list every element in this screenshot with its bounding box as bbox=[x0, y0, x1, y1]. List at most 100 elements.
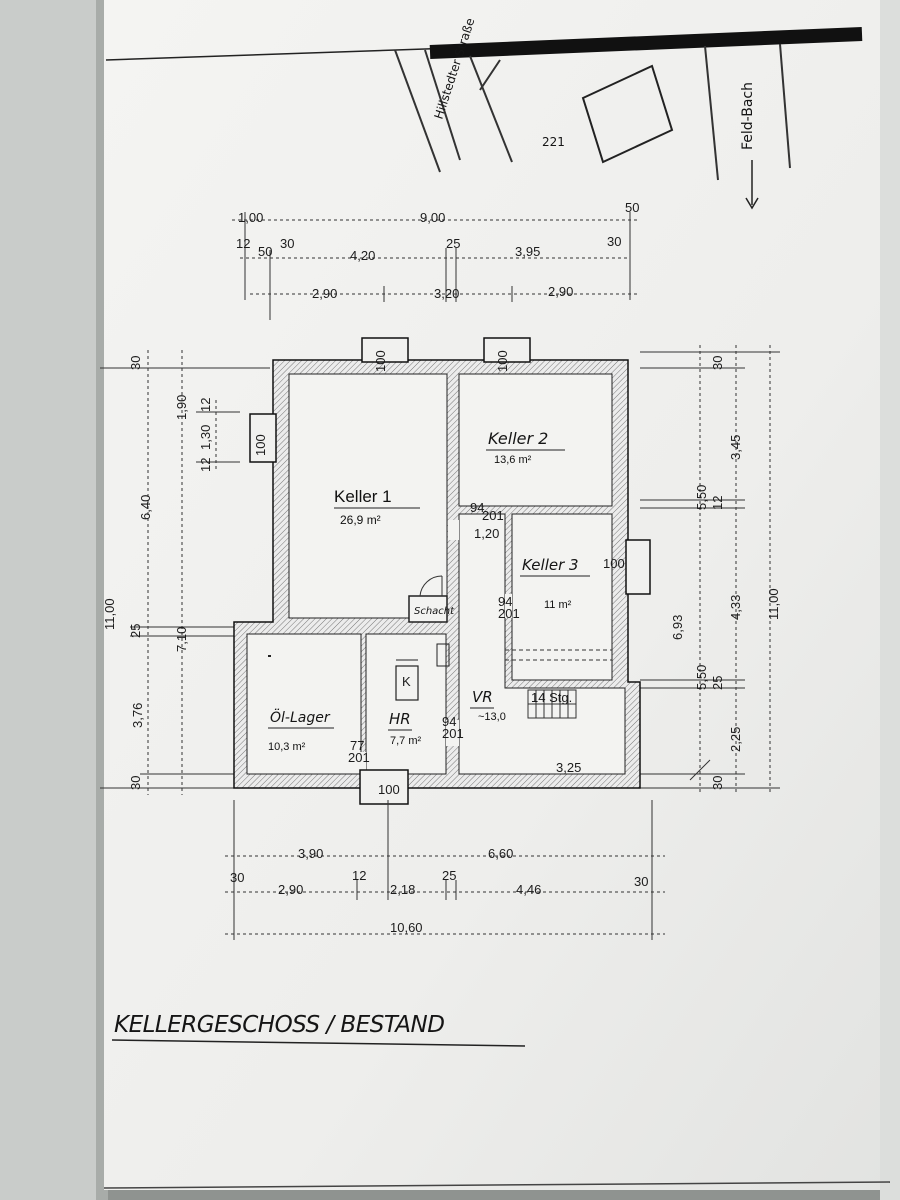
dim-right-3: 12 bbox=[710, 496, 725, 510]
door-k2-width: 94 bbox=[470, 500, 484, 515]
top-dimension-chains bbox=[232, 212, 640, 320]
plan-title: KELLERGESCHOSS / BESTAND bbox=[114, 1012, 444, 1038]
dim-top-3-2: 3,20 bbox=[434, 286, 459, 301]
window-size-1: 100 bbox=[373, 350, 388, 372]
dim-top-3-3: 2,90 bbox=[548, 284, 573, 299]
room-vr-area: ~13,0 bbox=[478, 711, 506, 723]
window-labels: 100 100 100 100 100 bbox=[253, 350, 625, 797]
room-keller-1-area: 26,9 m² bbox=[340, 513, 381, 527]
dim-top-1-2: 9,00 bbox=[420, 210, 445, 225]
window-size-2: 100 bbox=[495, 350, 510, 372]
window-well-keller-1 bbox=[361, 337, 409, 363]
stream-bank-right bbox=[779, 43, 791, 169]
door-ol-width: 77 bbox=[350, 738, 364, 753]
dim-top-2-2: 50 bbox=[258, 244, 272, 259]
door-annotations: 94 201 1,20 94 201 94 201 77 201 Schacht… bbox=[348, 500, 581, 775]
door-k2-height: 201 bbox=[482, 508, 504, 523]
right-page-edge bbox=[880, 0, 900, 1200]
dim-right-inner-1: 5,50 bbox=[694, 485, 709, 510]
door-k1-width: 1,20 bbox=[474, 526, 499, 541]
boiler-symbol bbox=[395, 665, 419, 701]
door-ol-height: 201 bbox=[348, 750, 370, 765]
room-oel-lager-area: 10,3 m² bbox=[268, 741, 306, 753]
dim-bottom-2-1: 30 bbox=[230, 870, 244, 885]
stair-symbol bbox=[527, 689, 577, 719]
dim-right-1: 30 bbox=[710, 356, 725, 370]
boiler-label: K bbox=[402, 674, 411, 689]
bottom-dimension-labels: 3,90 6,60 30 2,90 12 2,18 25 4,46 30 10,… bbox=[230, 846, 648, 935]
plan-title-block: KELLERGESCHOSS / BESTAND bbox=[111, 1012, 526, 1047]
arrow-head-icon bbox=[745, 197, 759, 210]
page-bottom-edge bbox=[103, 1181, 891, 1189]
dim-bottom-2-6: 4,46 bbox=[516, 882, 541, 897]
door-hr-height: 201 bbox=[442, 726, 464, 741]
right-dimension-chains bbox=[640, 345, 780, 795]
dim-top-2-6: 3,95 bbox=[515, 244, 540, 259]
room-keller-1-name: Keller 1 bbox=[334, 487, 392, 506]
dim-right-5: 25 bbox=[710, 676, 725, 690]
dim-left-inner-3: 1,30 bbox=[198, 425, 213, 450]
dim-bottom-1-2: 6,60 bbox=[488, 846, 513, 861]
window-size-4: 100 bbox=[603, 556, 625, 571]
street-line-left bbox=[394, 49, 441, 173]
dim-bottom-2-4: 2,18 bbox=[390, 882, 415, 897]
dim-top-1-1: 1,00 bbox=[238, 210, 263, 225]
dim-top-2-3: 30 bbox=[280, 236, 294, 251]
vr-floor bbox=[458, 513, 626, 775]
dim-bottom-2-7: 30 bbox=[634, 874, 648, 889]
left-dimension-chains bbox=[100, 350, 270, 795]
window-well-keller-2 bbox=[483, 337, 531, 363]
left-dimension-labels: 30 6,40 25 3,76 30 11,00 1,90 12 1,30 12… bbox=[102, 356, 213, 790]
dim-top-1-3: 50 bbox=[625, 200, 639, 215]
dim-left-inner-1: 1,90 bbox=[174, 395, 189, 420]
dim-left-inner-5: 7,10 bbox=[174, 627, 189, 652]
window-size-3: 100 bbox=[253, 434, 268, 456]
keller-2-floor bbox=[458, 373, 613, 507]
keller-3-floor bbox=[511, 513, 613, 681]
dim-left-2: 6,40 bbox=[138, 495, 153, 520]
dim-left-inner-4: 12 bbox=[198, 458, 213, 472]
dim-right-inner-3: 6,93 bbox=[670, 615, 685, 640]
stream-label: Feld-Bach bbox=[740, 82, 756, 150]
dim-left-3: 25 bbox=[128, 624, 143, 638]
window-well-keller-3 bbox=[625, 539, 651, 595]
dim-left-4: 3,76 bbox=[130, 703, 145, 728]
dim-bottom-2-2: 2,90 bbox=[278, 882, 303, 897]
meter-box bbox=[436, 643, 450, 667]
dim-left-total: 11,00 bbox=[102, 598, 117, 630]
dim-bottom-2-5: 25 bbox=[442, 868, 456, 883]
window-size-5: 100 bbox=[378, 782, 400, 797]
light-wells bbox=[249, 337, 651, 805]
dim-top-2-7: 30 bbox=[607, 234, 621, 249]
road-band bbox=[429, 27, 863, 59]
stair-label: 14 Stg. bbox=[531, 690, 572, 705]
dim-top-2-4: 4,20 bbox=[350, 248, 375, 263]
dim-top-2-5: 25 bbox=[446, 236, 460, 251]
dim-right-6: 2,25 bbox=[728, 727, 743, 752]
dim-right-inner-2: 5,50 bbox=[694, 665, 709, 690]
room-vr-name: VR bbox=[472, 688, 493, 706]
dim-right-2: 3,45 bbox=[728, 435, 743, 460]
dim-bottom-1-1: 3,90 bbox=[298, 846, 323, 861]
vr-inner-dim: 3,25 bbox=[556, 760, 581, 775]
dim-top-3-1: 2,90 bbox=[312, 286, 337, 301]
right-dimension-labels: 30 3,45 12 4,33 25 2,25 30 11,00 5,50 5,… bbox=[670, 356, 781, 790]
shaft-box bbox=[408, 595, 448, 623]
dim-top-2-1: 12 bbox=[236, 236, 250, 251]
oel-lager-floor bbox=[246, 633, 362, 775]
door-hr-width: 94 bbox=[442, 714, 456, 729]
window-well-west bbox=[249, 413, 277, 463]
room-keller-2-name: Keller 2 bbox=[488, 429, 548, 448]
door-k3-height: 201 bbox=[498, 606, 520, 621]
neighbour-building bbox=[581, 64, 674, 164]
dim-right-total: 11,00 bbox=[766, 588, 781, 620]
room-keller-2-area: 13,6 m² bbox=[494, 454, 532, 466]
dim-bottom-2-3: 12 bbox=[352, 868, 366, 883]
parcel-number: 221 bbox=[542, 135, 565, 149]
room-hr-name: HR bbox=[389, 710, 411, 728]
hr-floor bbox=[365, 633, 447, 775]
room-oel-lager-name: Öl-Lager bbox=[270, 708, 331, 726]
room-hr-area: 7,7 m² bbox=[390, 735, 422, 747]
dim-left-5: 30 bbox=[128, 776, 143, 790]
